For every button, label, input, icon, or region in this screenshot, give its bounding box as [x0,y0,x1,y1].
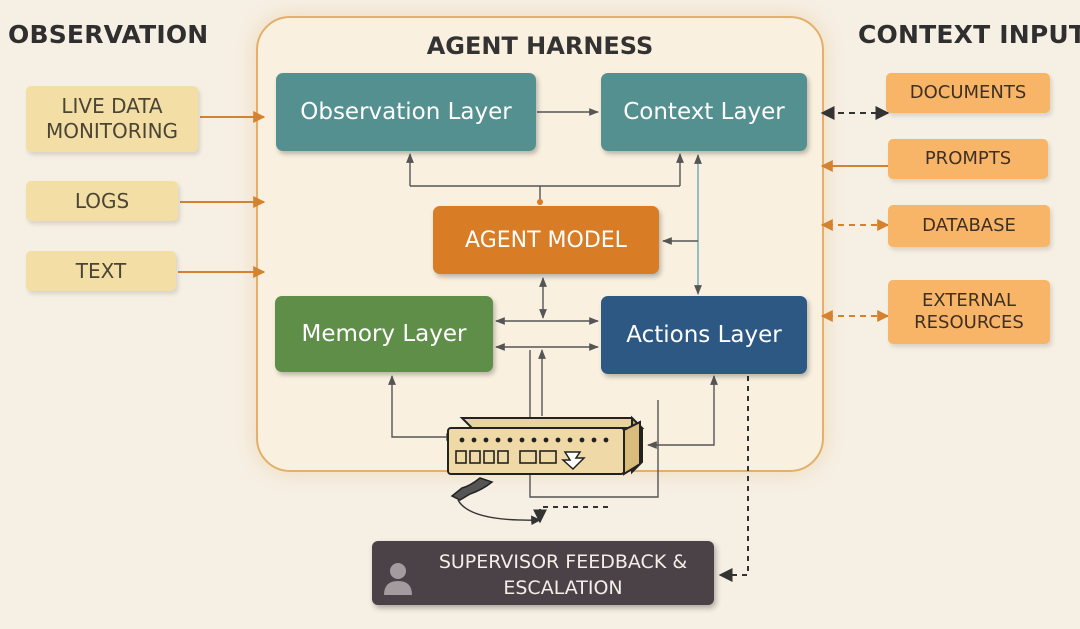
logs-input: LOGS [26,181,178,221]
external-resources-line1: EXTERNAL [921,289,1017,311]
text-label: TEXT [75,258,127,283]
agent-model-upper-branch [410,185,680,205]
server-device-icon [447,415,645,501]
observation-layer-box: Observation Layer [276,73,536,151]
context-layer-box: Context Layer [601,73,807,151]
database-input: DATABASE [888,205,1050,247]
arrow-cable-down [457,499,541,526]
memory-layer-box: Memory Layer [275,296,493,372]
agent-model-label: AGENT MODEL [465,227,627,253]
dashed-actions-to-supervisor [718,376,749,582]
live-data-line1: LIVE DATA [61,94,163,118]
logs-label: LOGS [74,188,130,213]
arrow-actions-to-device [647,375,718,449]
supervisor-line2: ESCALATION [503,577,623,599]
agent-model-box: AGENT MODEL [433,206,659,274]
person-icon [384,563,412,595]
live-data-monitoring-input: LIVE DATA MONITORING [26,86,198,152]
live-data-line2: MONITORING [45,119,179,143]
actions-layer-label: Actions Layer [626,322,782,348]
context-layer-label: Context Layer [623,99,785,125]
database-label: DATABASE [922,214,1016,236]
arrow-memory-to-device [388,375,456,441]
context-input-title: CONTEXT INPUT [858,20,1080,49]
external-resources-line2: RESOURCES [914,312,1024,333]
agent-harness-title: AGENT HARNESS [426,32,654,60]
prompts-label: PROMPTS [924,147,1012,169]
supervisor-line1: SUPERVISOR FEEDBACK & [438,551,688,573]
documents-input: DOCUMENTS [886,73,1050,113]
observation-title: OBSERVATION [8,20,209,49]
supervisor-feedback-box: SUPERVISOR FEEDBACK & ESCALATION [372,541,714,605]
prompts-input: PROMPTS [888,139,1048,179]
external-resources-input: EXTERNAL RESOURCES [888,280,1050,344]
observation-layer-label: Observation Layer [300,99,512,125]
text-input: TEXT [26,251,176,291]
dashed-device-to-supervisor [533,506,608,524]
documents-label: DOCUMENTS [909,81,1027,103]
memory-layer-label: Memory Layer [301,321,467,347]
actions-layer-box: Actions Layer [601,296,807,374]
